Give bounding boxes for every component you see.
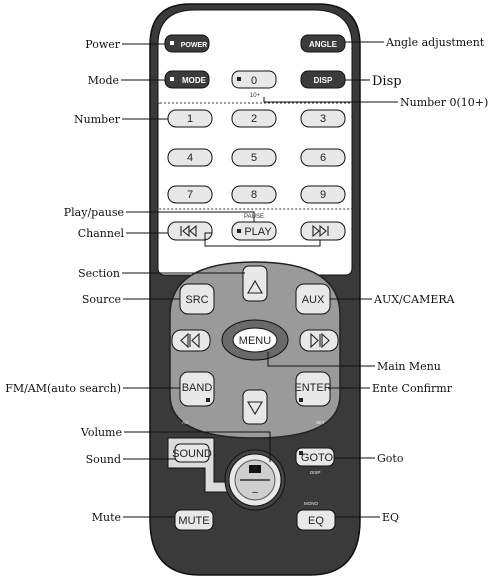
number-button-1[interactable]: 1: [167, 109, 213, 128]
svg-text:0: 0: [251, 75, 257, 87]
leader-lines: [121, 41, 398, 518]
svg-text:BAND: BAND: [182, 382, 213, 394]
svg-text:AUX: AUX: [302, 294, 325, 306]
svg-text:EQ: EQ: [308, 515, 324, 527]
band-button[interactable]: BAND: [179, 371, 215, 407]
callout-eq: EQ: [382, 511, 399, 524]
play-button[interactable]: PLAY: [231, 221, 277, 241]
callout-channel: Channel: [78, 227, 125, 240]
svg-text:1: 1: [187, 113, 193, 125]
number-button-2[interactable]: 2: [231, 109, 277, 128]
svg-text:ANGLE: ANGLE: [309, 40, 338, 49]
next-section-button[interactable]: [299, 329, 339, 352]
svg-text:MODE: MODE: [182, 76, 207, 85]
src-button[interactable]: SRC: [179, 283, 215, 315]
callout-goto: Goto: [377, 452, 404, 465]
aux-button[interactable]: AUX: [295, 283, 331, 315]
svg-text:SOUND: SOUND: [172, 448, 212, 460]
svg-text:SRC: SRC: [185, 294, 208, 306]
prev-channel-button[interactable]: [167, 221, 213, 241]
svg-text:4: 4: [187, 152, 193, 164]
down-section-button[interactable]: [242, 389, 268, 425]
number-button-7[interactable]: 7: [167, 185, 213, 204]
svg-text:DISP: DISP: [314, 76, 333, 85]
mute-button[interactable]: MUTE: [174, 509, 214, 531]
disp-button[interactable]: DISP: [300, 70, 346, 89]
as-small-label: AS: [182, 420, 188, 425]
callout-volume: Volume: [80, 426, 122, 439]
skip-back-icon: [180, 224, 197, 238]
callout-section: Section: [78, 267, 120, 280]
svg-text:GOTO: GOTO: [301, 452, 334, 464]
disp-small-label: DISP: [310, 470, 321, 475]
volume-knob[interactable]: + −: [224, 449, 286, 511]
callout-power: Power: [85, 38, 121, 51]
callout-fm-am: FM/AM(auto search): [5, 382, 121, 395]
svg-text:ENTER: ENTER: [294, 382, 331, 394]
right-skip-icon: [310, 332, 330, 349]
svg-text:MENU: MENU: [239, 335, 271, 347]
svg-text:7: 7: [187, 189, 193, 201]
svg-text:+: +: [252, 463, 258, 475]
svg-text:−: −: [252, 487, 258, 499]
mode-button[interactable]: MODE: [164, 70, 210, 89]
callout-aux-camera: AUX/CAMERA: [373, 293, 456, 306]
svg-text:3: 3: [320, 113, 326, 125]
callout-ente: Ente Confirmr: [372, 382, 453, 395]
up-section-button[interactable]: [242, 265, 268, 302]
callout-disp: Disp: [372, 74, 402, 89]
next-channel-button[interactable]: [300, 221, 346, 241]
callout-sound: Sound: [86, 453, 121, 466]
down-arrow-icon: [247, 401, 263, 416]
menu-button[interactable]: MENU: [221, 319, 289, 361]
goto-button[interactable]: GOTO: [295, 447, 335, 467]
svg-text:6: 6: [320, 152, 326, 164]
number-button-9[interactable]: 9: [300, 185, 346, 204]
mono-small-label: MONO: [304, 501, 318, 506]
number-keypad-area: [156, 102, 354, 210]
power-button[interactable]: POWER: [164, 34, 210, 53]
callout-main-menu: Main Menu: [377, 360, 441, 373]
svg-text:2: 2: [251, 113, 257, 125]
sound-button[interactable]: SOUND: [172, 443, 212, 463]
svg-text:9: 9: [320, 189, 326, 201]
callout-angle: Angle adjustment: [385, 36, 485, 49]
prev-section-button[interactable]: [171, 329, 211, 352]
zero-button[interactable]: 0: [231, 70, 277, 89]
number-button-5[interactable]: 5: [231, 148, 277, 167]
svg-text:MUTE: MUTE: [178, 515, 209, 527]
callout-mute: Mute: [92, 511, 121, 524]
svg-text:PLAY: PLAY: [244, 226, 272, 238]
callout-play-pause: Play/pause: [64, 206, 124, 219]
zero-sub-label: 10+: [250, 93, 261, 99]
number-button-8[interactable]: 8: [231, 185, 277, 204]
callout-mode: Mode: [88, 74, 119, 87]
left-skip-icon: [180, 332, 200, 349]
set-small-label: SET: [316, 420, 325, 425]
svg-text:5: 5: [251, 152, 257, 164]
svg-text:8: 8: [251, 189, 257, 201]
number-button-3[interactable]: 3: [300, 109, 346, 128]
angle-button[interactable]: ANGLE: [300, 34, 346, 53]
enter-button[interactable]: ENTER: [294, 371, 332, 407]
number-button-6[interactable]: 6: [300, 148, 346, 167]
svg-text:POWER: POWER: [181, 42, 207, 49]
callout-source: Source: [82, 293, 121, 306]
eq-button[interactable]: EQ: [296, 509, 336, 531]
number-button-4[interactable]: 4: [167, 148, 213, 167]
up-arrow-icon: [247, 279, 263, 294]
callout-number0: Number 0(10+): [400, 96, 488, 109]
skip-forward-icon: [312, 224, 329, 238]
callout-number: Number: [74, 113, 121, 126]
